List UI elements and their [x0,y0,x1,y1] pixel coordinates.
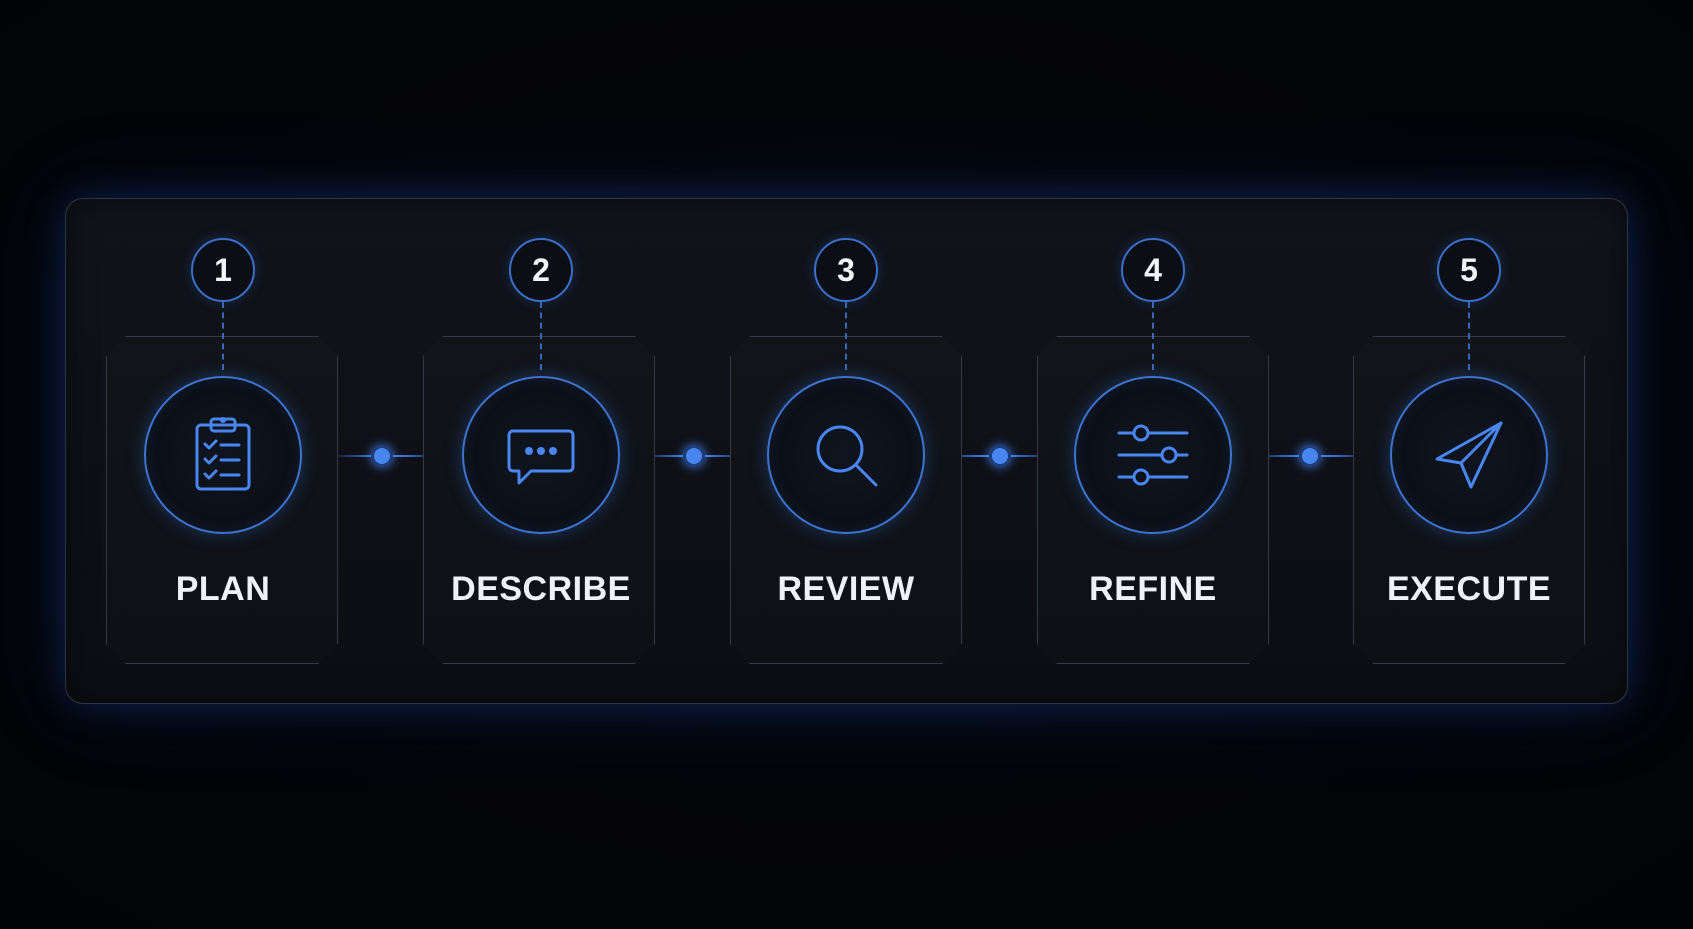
step-icon-circle-2 [462,376,620,534]
magnifier-icon [816,425,878,487]
paper-plane-icon [1435,421,1503,489]
step-dash-3 [845,302,847,370]
step-number-badge-1: 1 [191,238,255,302]
step-icon-circle-5 [1390,376,1548,534]
step-label-1: PLAN [175,570,271,608]
clipboard-checklist-icon [195,417,251,491]
step-number-badge-3: 3 [814,238,878,302]
step-label-4: REFINE [1089,570,1217,608]
connector-node-3 [989,445,1011,467]
step-icon-circle-4 [1074,376,1232,534]
step-icon-circle-3 [767,376,925,534]
sliders-icon [1117,424,1189,486]
step-number-badge-4: 4 [1121,238,1185,302]
step-dash-4 [1152,302,1154,370]
step-dash-2 [540,302,542,370]
step-dash-5 [1468,302,1470,370]
step-icon-circle-1 [144,376,302,534]
step-number-badge-2: 2 [509,238,573,302]
step-label-3: REVIEW [777,570,915,608]
step-dash-1 [222,302,224,370]
chat-bubble-icon [507,429,575,485]
step-label-2: DESCRIBE [451,570,631,608]
step-number-badge-5: 5 [1437,238,1501,302]
step-label-5: EXECUTE [1386,570,1552,608]
connector-node-1 [371,445,393,467]
connector-node-2 [683,445,705,467]
connector-node-4 [1299,445,1321,467]
